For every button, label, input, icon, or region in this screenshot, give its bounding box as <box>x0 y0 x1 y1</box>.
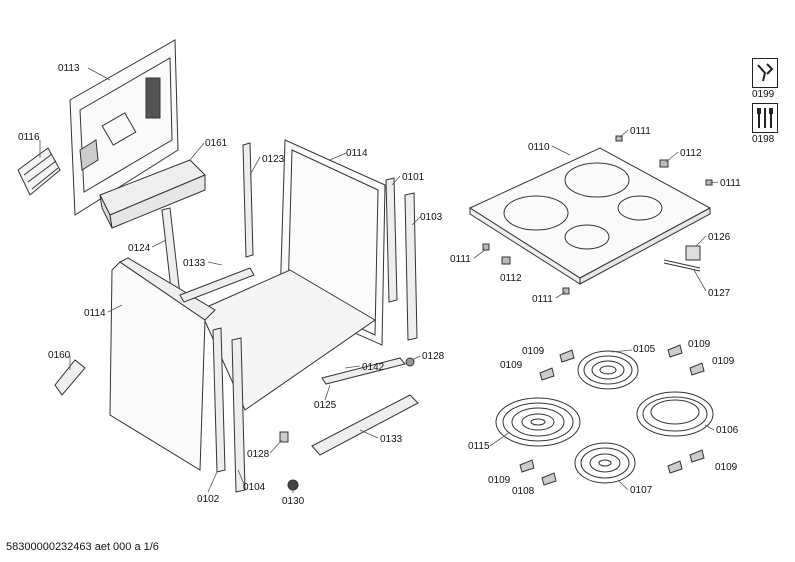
label-0111-d: 0111 <box>532 294 553 305</box>
label-0110: 0110 <box>528 142 550 153</box>
bracket-0160 <box>54 359 86 396</box>
label-0116: 0116 <box>18 132 40 143</box>
label-0112-b: 0112 <box>500 273 522 284</box>
bars-0142-0125-0133 <box>179 267 419 456</box>
back-panel-0113 <box>69 39 179 216</box>
clips-0111-0112 <box>482 135 713 295</box>
insulation-0161 <box>99 159 206 229</box>
part-0128-b <box>279 431 289 443</box>
label-0109-b: 0109 <box>688 339 711 350</box>
label-0103: 0103 <box>420 212 443 223</box>
label-0112-a: 0112 <box>680 148 702 159</box>
label-0142: 0142 <box>362 362 385 373</box>
label-0198: 0198 <box>752 134 775 145</box>
label-0126: 0126 <box>708 232 731 243</box>
label-0107: 0107 <box>630 485 653 496</box>
heating-element-0107 <box>574 442 636 484</box>
label-0104: 0104 <box>243 482 266 493</box>
label-0128-left: 0128 <box>247 449 270 460</box>
rail-0123 <box>242 142 254 258</box>
label-0133-lower: 0133 <box>380 434 403 445</box>
side-strips-0101-0103 <box>385 177 418 341</box>
switch-0126-0127 <box>663 245 701 272</box>
label-0109-a: 0109 <box>522 346 545 357</box>
oven-frame-0114 <box>199 139 386 411</box>
heating-element-0106 <box>636 391 714 437</box>
label-0124: 0124 <box>128 243 151 254</box>
label-0109-c: 0109 <box>500 360 523 371</box>
service-tool-icon <box>752 58 778 88</box>
label-0199: 0199 <box>752 89 775 100</box>
label-0130: 0130 <box>282 496 305 507</box>
heating-element-0115 <box>495 397 581 447</box>
leader-lines <box>39 67 719 493</box>
label-0160: 0160 <box>48 350 71 361</box>
label-0109-e: 0109 <box>715 462 738 473</box>
label-0128-right: 0128 <box>422 351 445 362</box>
heating-element-0105 <box>577 350 639 390</box>
label-0109-f: 0109 <box>488 475 511 486</box>
label-0161: 0161 <box>205 138 228 149</box>
filter-grid-0116 <box>17 147 61 196</box>
label-0123: 0123 <box>262 154 285 165</box>
label-0111-c: 0111 <box>450 254 471 265</box>
label-0101: 0101 <box>402 172 425 183</box>
label-0115: 0115 <box>468 441 490 452</box>
label-0114-top: 0114 <box>346 148 368 159</box>
side-panel-0114 <box>109 257 216 471</box>
label-0109-d: 0109 <box>712 356 735 367</box>
label-0105: 0105 <box>633 344 656 355</box>
tools-icon <box>752 103 778 133</box>
label-0111-a: 0111 <box>630 126 651 137</box>
glass-cooktop-0110 <box>468 147 712 285</box>
label-0127: 0127 <box>708 288 731 299</box>
strips-0102-0104 <box>212 327 246 493</box>
connectors-0109-0108 <box>519 344 705 486</box>
label-0102: 0102 <box>197 494 220 505</box>
label-0114-side: 0114 <box>84 308 106 319</box>
label-0133-upper: 0133 <box>183 258 206 269</box>
label-0108: 0108 <box>512 486 535 497</box>
document-footer: 58300000232463 aet 000 a 1/6 <box>6 541 159 553</box>
label-0125: 0125 <box>314 400 337 411</box>
label-0113: 0113 <box>58 63 80 74</box>
label-0106: 0106 <box>716 425 739 436</box>
label-0111-b: 0111 <box>720 178 741 189</box>
